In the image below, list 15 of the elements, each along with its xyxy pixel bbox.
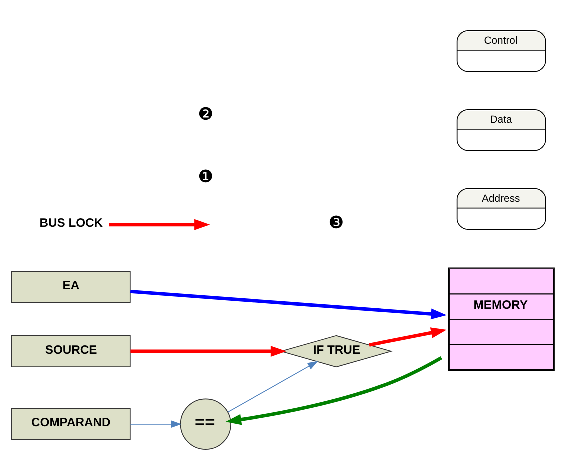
arrow [130,289,447,320]
arrow [130,420,182,428]
node-box: SOURCE [11,334,131,368]
arrow [226,356,442,425]
label: ❸ [328,212,344,233]
label: ❶ [198,166,214,187]
arrow [130,346,287,356]
node-box: EA [11,270,131,303]
arrow [228,360,318,412]
node-text: BUS LOCK [40,216,104,230]
arrow [369,327,447,346]
arrow [109,218,210,230]
node-circle: == [180,398,232,450]
label: ❷ [198,104,214,124]
node-box: COMPARAND [11,408,131,440]
